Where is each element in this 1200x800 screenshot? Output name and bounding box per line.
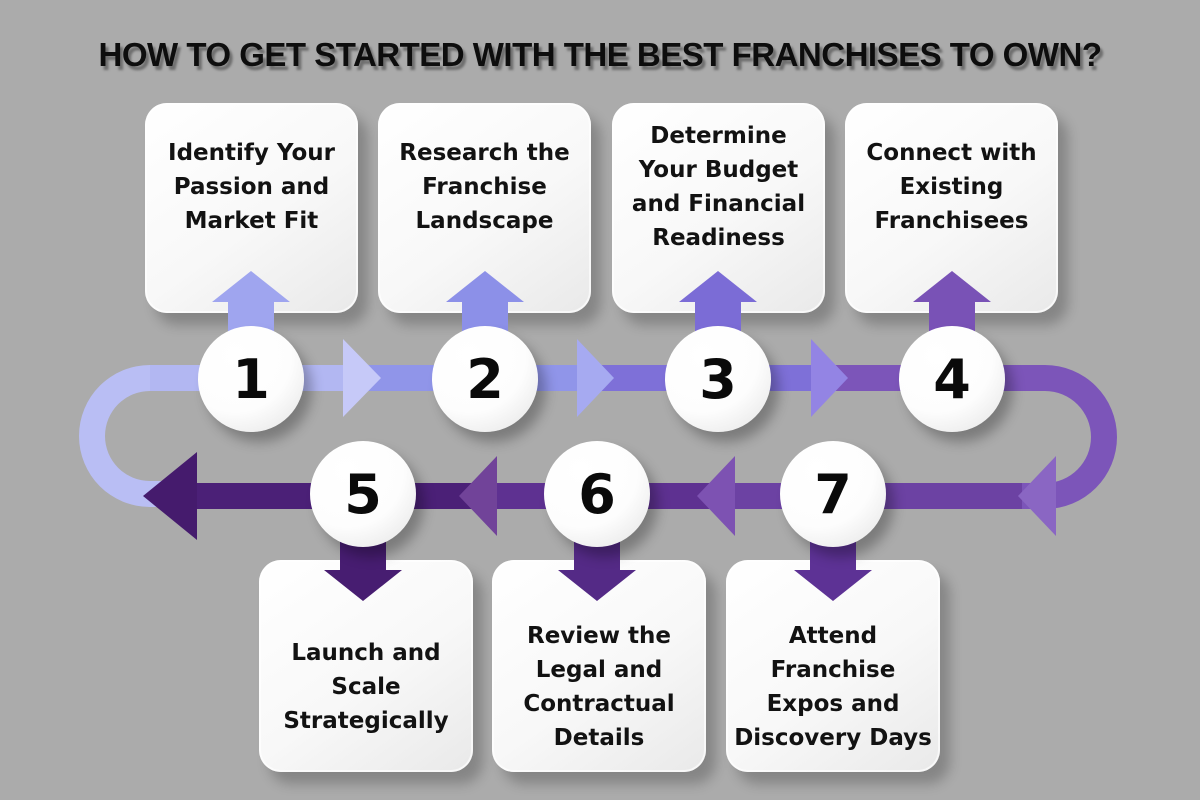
step-number-5: 5 [344, 462, 382, 526]
step-number-3: 3 [699, 347, 737, 411]
right-uturn-band [1020, 365, 1117, 509]
step-card-7: Attend Franchise Expos and Discovery Day… [726, 560, 940, 772]
step-card-5-label: Launch and Scale Strategically [283, 640, 449, 734]
chevron-left-6-5 [459, 456, 497, 536]
step-card-7-label: Attend Franchise Expos and Discovery Day… [734, 623, 932, 751]
step-circle-1: 1 [198, 326, 304, 432]
step-card-3-label: Determine Your Budget and Financial Read… [631, 123, 806, 251]
step-circle-2: 2 [432, 326, 538, 432]
step-number-2: 2 [466, 347, 504, 411]
left-uturn-band [79, 365, 192, 507]
end-arrowhead [143, 452, 197, 540]
step-number-6: 6 [578, 462, 616, 526]
step-card-5: Launch and Scale Strategically [259, 560, 473, 772]
chevron-right-3-4 [811, 339, 848, 417]
step-card-4: Connect with Existing Franchisees [845, 103, 1058, 313]
step-circle-3: 3 [665, 326, 771, 432]
step-circle-6: 6 [544, 441, 650, 547]
step-card-1-label: Identify Your Passion and Market Fit [168, 140, 335, 234]
chevron-left-7-6 [697, 456, 735, 536]
step-card-4-label: Connect with Existing Franchisees [866, 140, 1037, 234]
page-title: HOW TO GET STARTED WITH THE BEST FRANCHI… [98, 36, 1102, 73]
step-number-7: 7 [814, 462, 852, 526]
step-card-6-label: Review the Legal and Contractual Details [523, 623, 675, 751]
step-card-1: Identify Your Passion and Market Fit [145, 103, 358, 313]
step-card-3: Determine Your Budget and Financial Read… [612, 103, 825, 313]
step-card-2: Research the Franchise Landscape [378, 103, 591, 313]
step-card-2-label: Research the Franchise Landscape [399, 140, 570, 234]
chevron-left-uturn-7 [1018, 456, 1056, 536]
step-circle-7: 7 [780, 441, 886, 547]
chevron-right-1-2 [343, 339, 381, 417]
step-number-4: 4 [933, 347, 971, 411]
step-circle-4: 4 [899, 326, 1005, 432]
step-card-6: Review the Legal and Contractual Details [492, 560, 706, 772]
chevron-right-2-3 [577, 339, 614, 417]
step-number-1: 1 [232, 347, 270, 411]
step-circle-5: 5 [310, 441, 416, 547]
